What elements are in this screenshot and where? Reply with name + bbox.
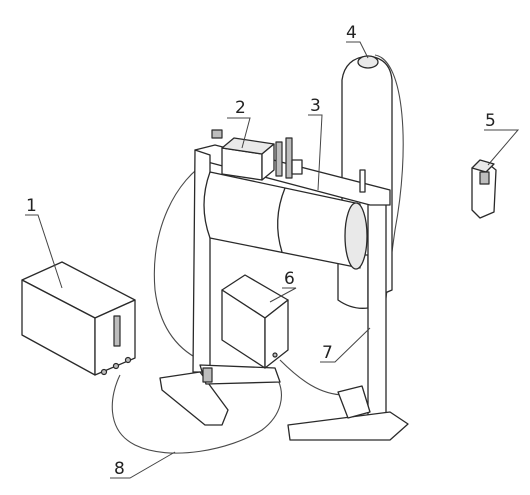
hose-cable-8 bbox=[111, 374, 282, 454]
leader-8 bbox=[110, 451, 176, 479]
small-unit-port bbox=[272, 352, 278, 358]
callout-5: 5 bbox=[485, 111, 496, 131]
hose-box6-to-stand bbox=[279, 359, 346, 396]
leader-7 bbox=[320, 327, 371, 363]
callouts: 1 2 3 4 5 6 7 8 bbox=[26, 23, 496, 479]
control-valve bbox=[291, 159, 303, 175]
leader-6 bbox=[269, 287, 297, 303]
leader-1 bbox=[25, 214, 63, 289]
handheld-device bbox=[471, 159, 497, 219]
leader-3 bbox=[308, 114, 323, 191]
callout-8: 8 bbox=[114, 459, 125, 479]
callout-6: 6 bbox=[284, 269, 295, 289]
stand-right-leg bbox=[367, 191, 387, 421]
small-unit bbox=[221, 274, 289, 369]
leader-4 bbox=[346, 41, 369, 59]
drum bbox=[203, 171, 368, 270]
handheld-top bbox=[471, 159, 495, 173]
drum-end-cap bbox=[344, 202, 368, 270]
cylinder-valve bbox=[357, 55, 379, 69]
small-unit-side bbox=[264, 299, 289, 369]
drum-seam bbox=[277, 187, 286, 253]
control-assembly bbox=[211, 129, 303, 181]
power-unit-handle bbox=[113, 315, 121, 347]
power-unit-port-1 bbox=[100, 368, 108, 376]
stand-right-rod bbox=[359, 169, 366, 193]
callout-1: 1 bbox=[26, 196, 37, 216]
control-pipe-1 bbox=[275, 141, 283, 177]
handheld-screen bbox=[479, 171, 490, 185]
stand-left-foot bbox=[159, 371, 229, 426]
control-knob bbox=[211, 129, 223, 139]
leader-5 bbox=[484, 129, 520, 166]
control-box-side bbox=[261, 143, 275, 181]
stand-right-small-foot bbox=[337, 385, 371, 419]
power-unit-port-2 bbox=[112, 362, 120, 370]
callout-2: 2 bbox=[235, 98, 246, 118]
stand-right-foot bbox=[287, 411, 409, 441]
power-unit bbox=[21, 261, 136, 376]
callout-4: 4 bbox=[346, 23, 357, 43]
callout-3: 3 bbox=[310, 96, 321, 116]
stand-small-bracket bbox=[202, 367, 213, 383]
hose-left-loop bbox=[153, 159, 211, 361]
control-pipe-2 bbox=[285, 137, 293, 179]
power-unit-port-3 bbox=[124, 356, 132, 364]
leader-lines bbox=[25, 41, 520, 479]
callout-7: 7 bbox=[322, 343, 333, 363]
leader-2 bbox=[227, 117, 251, 149]
